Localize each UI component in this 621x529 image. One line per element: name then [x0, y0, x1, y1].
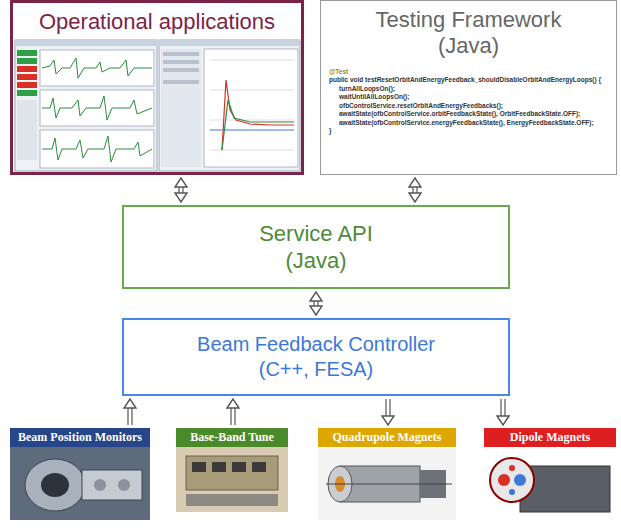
- node-title: Quadrupole Magnets: [321, 430, 453, 445]
- framework-box: Testing Framework (Java) @Testpublic void…: [320, 0, 617, 175]
- node-title: Beam Feedback Controller (C++, FESA): [176, 332, 456, 382]
- quadrupole-picture: [318, 448, 456, 520]
- tune-photo: [176, 446, 288, 512]
- device-label: Quadrupole Magnets: [318, 428, 456, 447]
- code-line: ofbControlService.resetOrbitAndEnergyFee…: [329, 102, 608, 111]
- bpm-photo: [10, 446, 150, 520]
- node-title: Beam Position Monitors: [13, 430, 147, 445]
- code-line: @Test: [329, 68, 608, 77]
- code-line: }: [329, 127, 608, 136]
- device-label: Beam Position Monitors: [10, 428, 150, 447]
- code-line: waitUntilAllLoopsOn();: [329, 93, 608, 102]
- node-title: Service API (Java): [241, 220, 391, 275]
- device-label: Base-Band Tune: [176, 428, 288, 447]
- code-line: awaitState(ofbControlService.orbitFeedba…: [329, 110, 608, 119]
- node-title: Testing Framework (Java): [369, 7, 569, 60]
- dipole-picture: [484, 446, 616, 524]
- service-box: Service API (Java): [122, 205, 510, 289]
- code-line: turnAllLoopsOn();: [329, 85, 608, 94]
- connector-arrow: [497, 399, 509, 425]
- code-line: awaitState(ofbControlService.energyFeedb…: [329, 119, 608, 128]
- connector-arrow: [310, 292, 322, 315]
- node-title: Operational applications: [13, 9, 301, 35]
- node-title: Dipole Magnets: [487, 430, 613, 445]
- application-box: Operational applications: [10, 0, 304, 175]
- connector-arrow: [382, 399, 394, 425]
- code-line: public void testResetOrbitAndEnergyFeedb…: [329, 76, 608, 85]
- app-screenshot: [15, 40, 300, 171]
- connector-arrow: [124, 399, 136, 425]
- connector-arrow: [227, 399, 239, 425]
- device-label: Dipole Magnets: [484, 428, 616, 447]
- connector-arrow: [175, 178, 187, 202]
- controller-box: Beam Feedback Controller (C++, FESA): [122, 318, 510, 396]
- connector-arrow: [409, 178, 421, 202]
- node-title: Base-Band Tune: [179, 430, 285, 445]
